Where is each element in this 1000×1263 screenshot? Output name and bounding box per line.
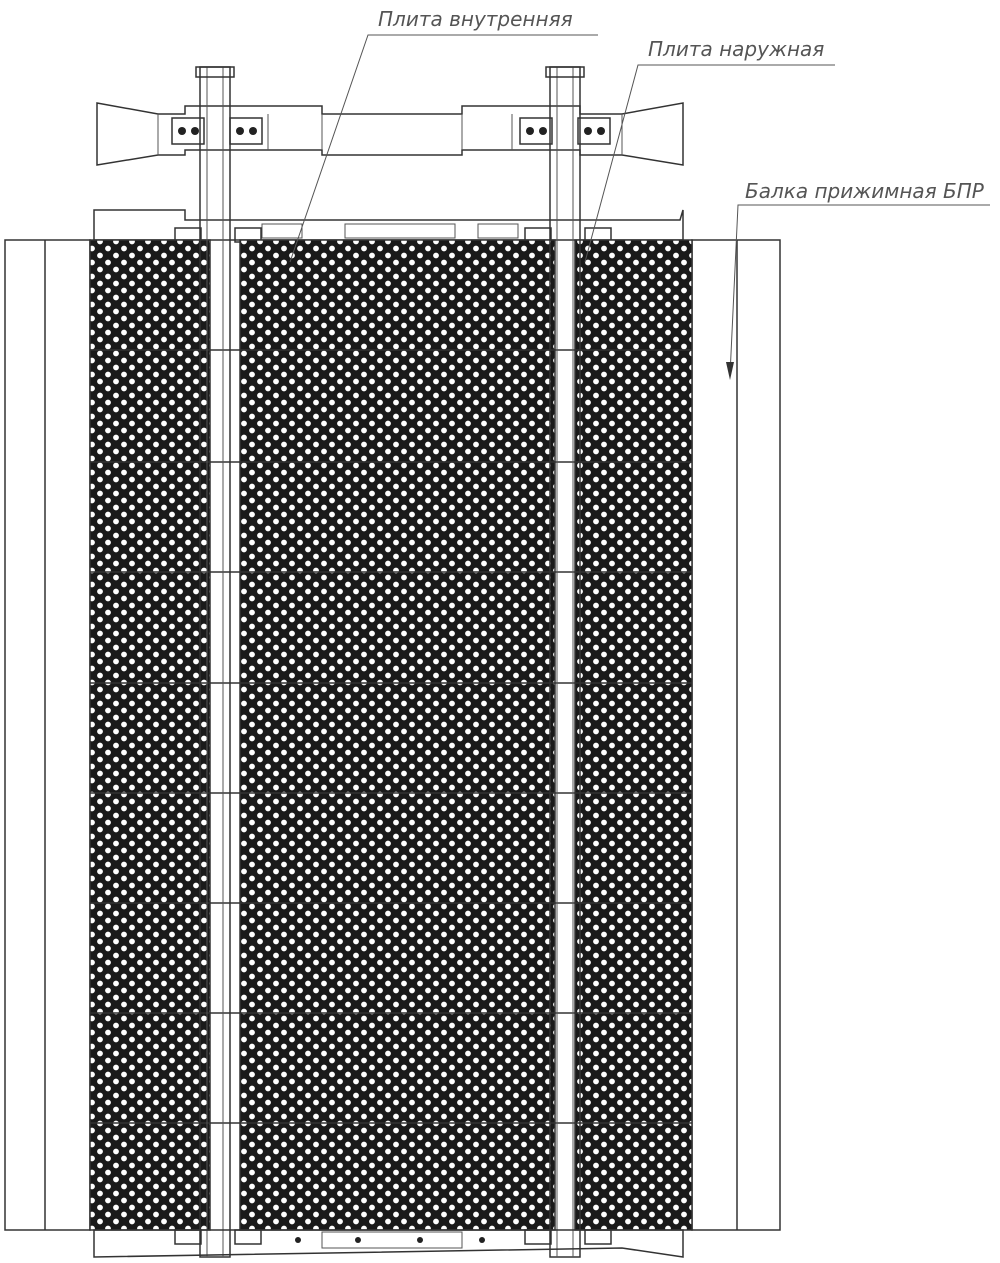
label-outer-plate: Плита наружная — [648, 37, 824, 61]
left-column — [195, 66, 235, 1258]
right-column — [545, 66, 585, 1258]
label-inner-plate: Плита внутренняя — [378, 7, 573, 31]
perforated-panel-right — [574, 239, 693, 1231]
perforated-panel-left — [89, 239, 211, 1231]
top-bolt-group-right-outer — [577, 117, 611, 145]
top-bolt-group-left-outer — [171, 117, 205, 145]
top-bolt-group-right-inner — [519, 117, 553, 145]
leader-clamp-beam — [726, 204, 990, 380]
top-clamp-beam — [96, 102, 684, 166]
top-bolt-group-left-inner — [229, 117, 263, 145]
perforated-panel-center — [239, 239, 556, 1231]
bottom-clamp-beam — [93, 1229, 684, 1258]
panel-seams — [90, 349, 692, 1124]
left-side-plate — [4, 239, 91, 1231]
leader-inner-plate — [289, 34, 598, 263]
label-clamp-beam: Балка прижимная БПР — [745, 179, 985, 203]
right-side-plate — [691, 239, 781, 1231]
leader-outer-plate — [584, 64, 835, 263]
